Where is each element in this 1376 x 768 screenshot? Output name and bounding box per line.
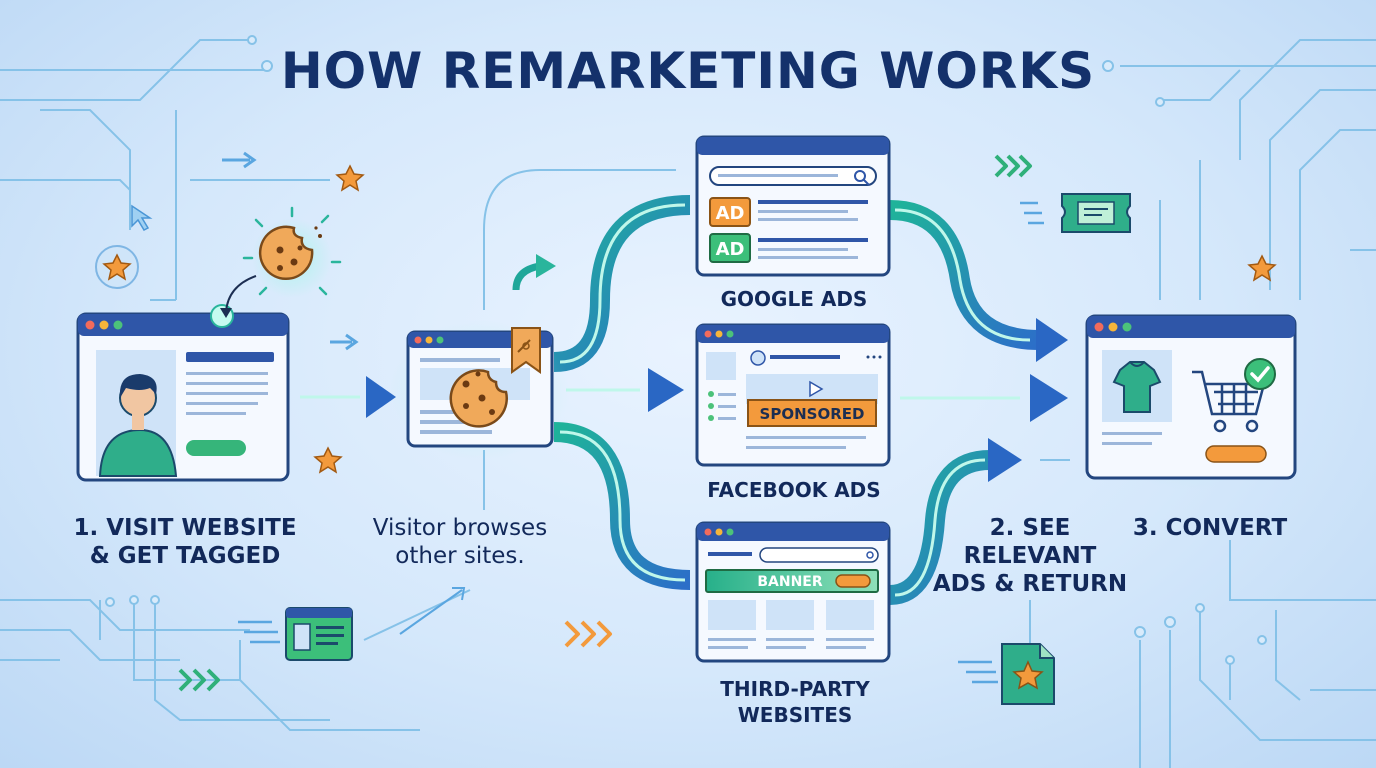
circuit-lines [0,35,1376,768]
tshirt-icon [1112,361,1162,413]
document-star-icon [958,643,1055,705]
tag-icon [511,327,541,374]
step2-line-1: 2. SEE [989,515,1071,541]
mini-browser-icon [238,607,353,661]
page-title: HOW REMARKETING WORKS [280,42,1096,100]
step2-label: 2. SEE RELEVANT ADS & RETURN [920,514,1140,598]
person-icon [98,374,178,477]
step3-label: 3. CONVERT [1110,514,1310,542]
search-icon [854,170,870,186]
browse-label: Visitor browses other sites. [350,514,570,570]
chevrons-icon [178,154,1032,692]
google-ads-window: AD AD [695,135,891,277]
third-party-label: THIRD-PARTY WEBSITES [690,676,900,728]
ad-label-green: AD [716,239,745,260]
step1-label: 1. VISIT WEBSITE & GET TAGGED [60,514,310,570]
google-ads-label: GOOGLE ADS [720,287,868,311]
banner-label: BANNER [757,574,823,590]
browse-line-1: Visitor browses [372,515,548,541]
curved-arrow-icon [512,254,556,291]
third-party-line-2: WEBSITES [737,703,853,727]
cursor-icon [131,204,153,231]
third-party-line-1: THIRD-PARTY [720,677,870,701]
flow-arrows [290,195,1068,605]
third-party-window: BANNER [695,521,891,663]
cookie-icon [220,206,342,318]
check-icon [1244,358,1276,390]
step3-line-1: 3. CONVERT [1132,515,1288,541]
step2-line-2: RELEVANT [963,543,1097,569]
website-window [73,304,293,490]
convert-window [1080,310,1300,490]
step2-line-3: ADS & RETURN [932,571,1128,597]
coupon-icon [1020,193,1131,233]
sponsored-label: SPONSORED [760,405,865,423]
facebook-ads-window: SPONSORED [695,323,891,467]
shopping-cart-icon [1192,370,1266,433]
small-arrow-icon [222,151,359,351]
step1-line-1: 1. VISIT WEBSITE [73,515,297,541]
facebook-ads-label: FACEBOOK ADS [707,478,881,502]
play-icon [809,380,824,398]
browse-line-2: other sites. [395,543,525,569]
browsing-window [390,320,570,460]
step1-line-2: & GET TAGGED [89,543,281,569]
star-icon [95,164,1277,474]
small-arrow-icon [399,587,466,635]
cookie-icon [449,369,508,428]
ad-label-orange: AD [716,203,745,224]
